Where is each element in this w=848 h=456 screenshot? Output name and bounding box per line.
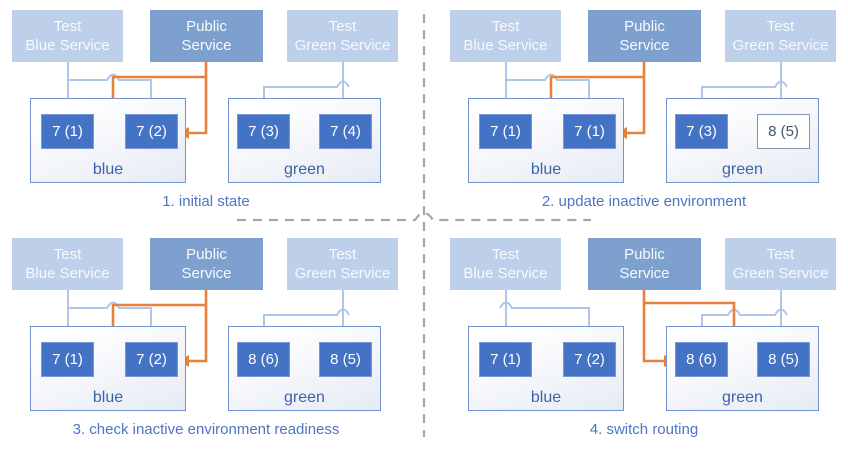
public-service-box: Public Service <box>150 238 263 290</box>
test-green-route-line <box>263 80 350 104</box>
step-caption: 4. switch routing <box>589 421 699 438</box>
pod-blue-1: 7 (1) <box>479 114 532 149</box>
test-blue-service-label: Test Blue Service <box>25 246 110 282</box>
pod-green-1: 8 (6) <box>675 342 728 377</box>
test-blue-service-label: Test Blue Service <box>25 18 110 54</box>
test-blue-route-line <box>499 301 590 332</box>
test-blue-service-box: Test Blue Service <box>12 10 123 62</box>
panel-update-inactive-environment: Test Blue Service Public Service Test Gr… <box>424 0 848 228</box>
pod-blue-2: 7 (2) <box>125 114 178 149</box>
test-green-service-box: Test Green Service <box>287 10 398 62</box>
horizontal-divider-line <box>237 211 591 222</box>
pod-green-2: 7 (4) <box>319 114 372 149</box>
pod-green-1: 7 (3) <box>675 114 728 149</box>
blue-environment-label: blue <box>92 389 124 406</box>
test-green-route-line <box>701 80 788 104</box>
public-service-label: Public Service <box>181 18 232 54</box>
test-green-service-label: Test Green Service <box>294 246 391 282</box>
pod-green-1: 8 (6) <box>237 342 290 377</box>
test-green-service-label: Test Green Service <box>732 246 829 282</box>
green-environment-label: green <box>284 161 325 178</box>
public-route-line <box>189 290 208 363</box>
panel-switch-routing: Test Blue Service Public Service Test Gr… <box>424 228 848 456</box>
pod-blue-1: 7 (1) <box>41 342 94 377</box>
test-blue-service-label: Test Blue Service <box>463 18 548 54</box>
public-route-line <box>642 290 664 363</box>
pod-blue-2: 7 (1) <box>563 114 616 149</box>
test-green-service-box: Test Green Service <box>287 238 398 290</box>
public-service-label: Public Service <box>619 18 670 54</box>
pod-blue-2: 7 (2) <box>563 342 616 377</box>
test-blue-service-box: Test Blue Service <box>450 238 561 290</box>
pod-blue-2: 7 (2) <box>125 342 178 377</box>
test-blue-route-line <box>506 73 590 104</box>
blue-environment-label: blue <box>530 389 562 406</box>
blue-environment-label: blue <box>92 161 124 178</box>
test-green-service-label: Test Green Service <box>732 18 829 54</box>
pod-blue-1: 7 (1) <box>479 342 532 377</box>
test-green-service-box: Test Green Service <box>725 10 836 62</box>
test-green-route-line <box>701 308 788 332</box>
green-environment-label: green <box>284 389 325 406</box>
panel-initial-state: Test Blue Service Public Service Test Gr… <box>0 0 424 228</box>
public-route-line <box>189 62 208 135</box>
public-route-line <box>627 62 646 135</box>
test-blue-route-line <box>68 301 152 332</box>
public-service-label: Public Service <box>619 246 670 282</box>
step-caption: 1. initial state <box>162 193 250 210</box>
green-environment-label: green <box>722 161 763 178</box>
blue-environment-label: blue <box>530 161 562 178</box>
test-green-service-box: Test Green Service <box>725 238 836 290</box>
public-service-box: Public Service <box>588 238 701 290</box>
pod-green-2: 8 (5) <box>319 342 372 377</box>
test-green-route-line <box>263 308 350 332</box>
test-blue-route-line <box>68 73 152 104</box>
test-blue-service-box: Test Blue Service <box>450 10 561 62</box>
pod-green-2: 8 (5) <box>757 342 810 377</box>
test-blue-service-box: Test Blue Service <box>12 238 123 290</box>
pod-blue-1: 7 (1) <box>41 114 94 149</box>
test-green-service-label: Test Green Service <box>294 18 391 54</box>
pod-green-1: 7 (3) <box>237 114 290 149</box>
public-service-box: Public Service <box>150 10 263 62</box>
public-service-box: Public Service <box>588 10 701 62</box>
panel-check-inactive-environment-readiness: Test Blue Service Public Service Test Gr… <box>0 228 424 456</box>
step-caption: 3. check inactive environment readiness <box>72 421 340 438</box>
test-blue-service-label: Test Blue Service <box>463 246 548 282</box>
pod-green-2-updating: 8 (5) <box>757 114 810 149</box>
public-service-label: Public Service <box>181 246 232 282</box>
green-environment-label: green <box>722 389 763 406</box>
step-caption: 2. update inactive environment <box>541 193 747 210</box>
